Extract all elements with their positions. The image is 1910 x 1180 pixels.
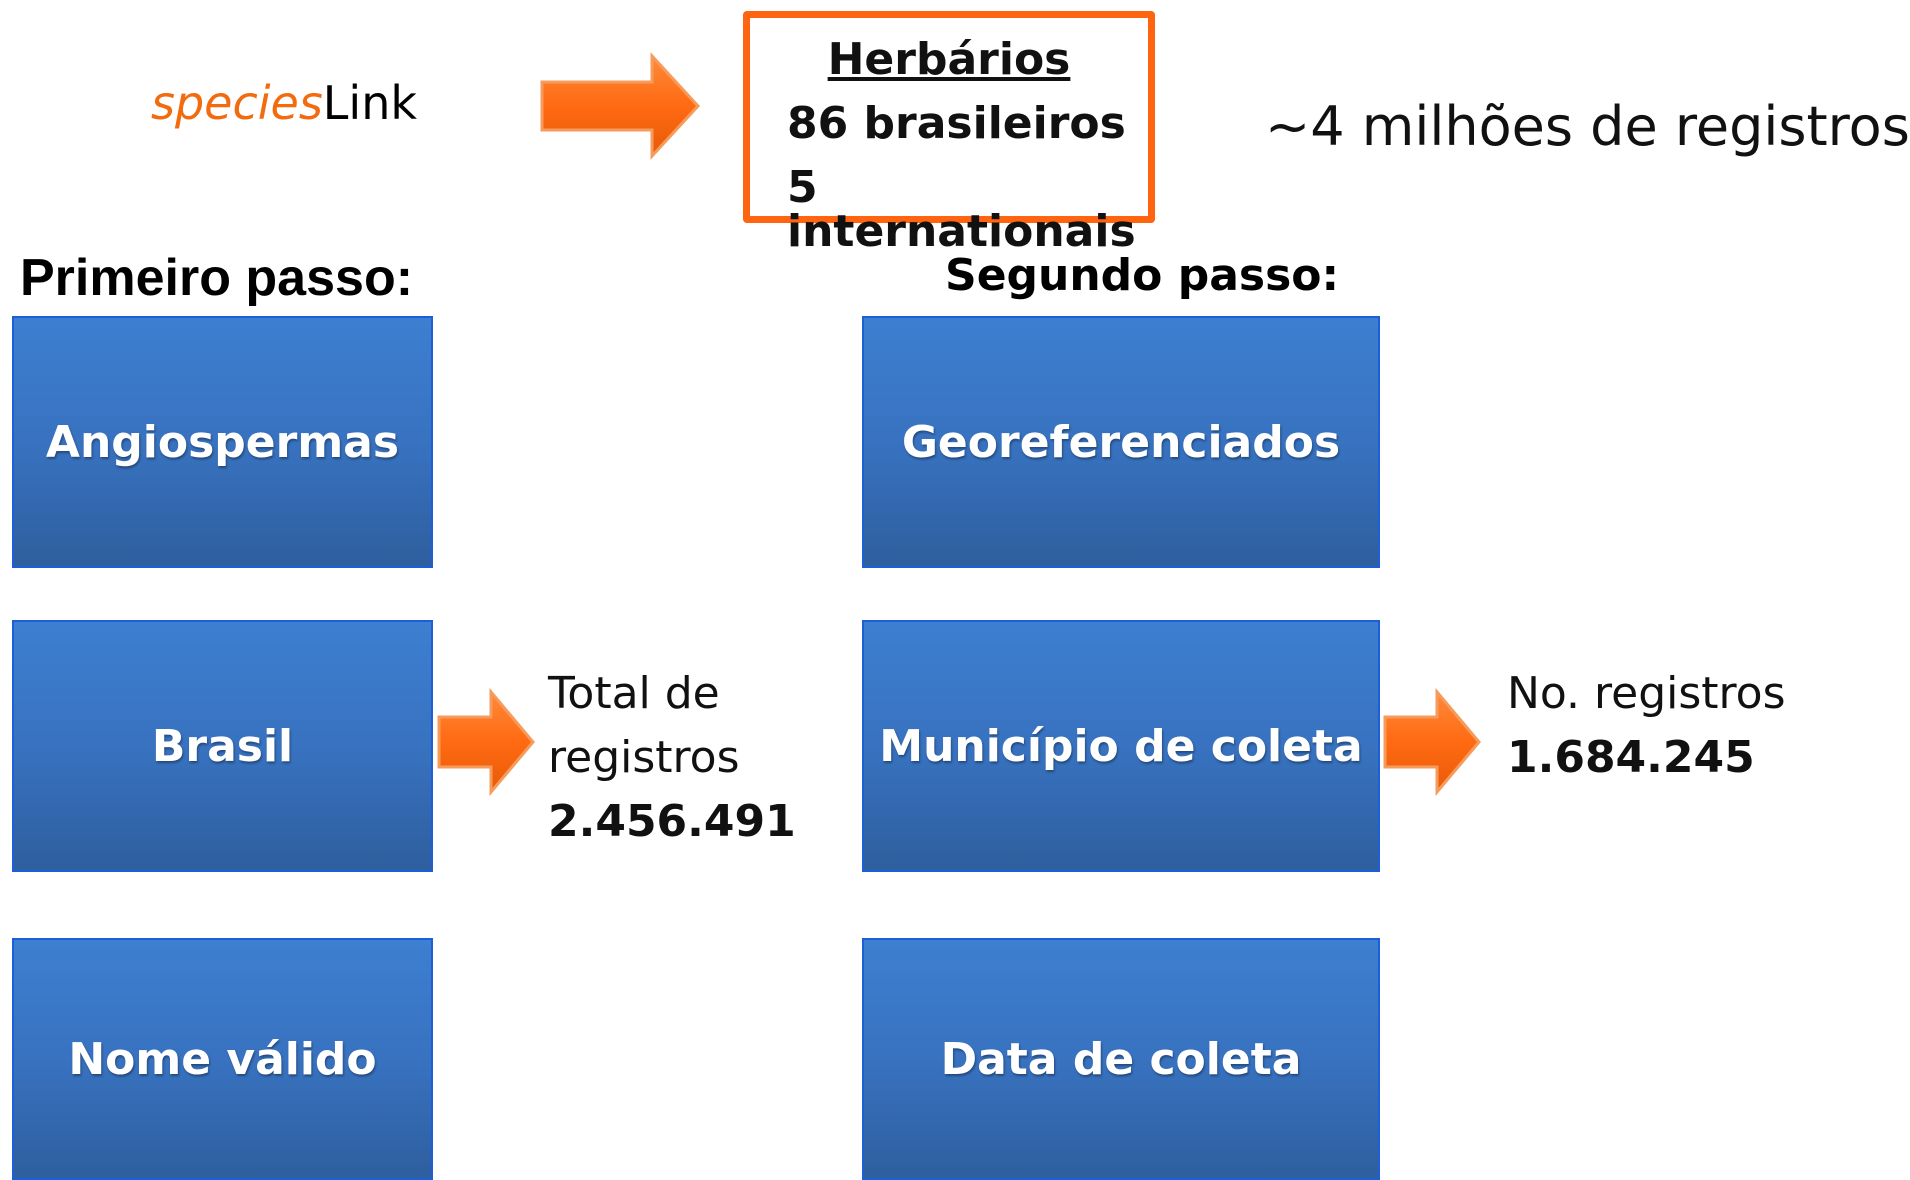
box-label: Nome válido: [68, 1033, 377, 1085]
box-label: Georeferenciados: [901, 416, 1341, 468]
box-municipio-de-coleta: Município de coleta: [862, 620, 1380, 872]
box-brasil: Brasil: [12, 620, 433, 872]
box-data-de-coleta: Data de coleta: [862, 938, 1380, 1180]
box-label: Angiospermas: [45, 416, 400, 468]
herbaria-brazilian-count: 86 brasileiros: [787, 98, 1126, 149]
arrow-right-icon: [540, 52, 702, 160]
box-nome-valido: Nome válido: [12, 938, 433, 1180]
arrow-right-icon: [1383, 687, 1483, 797]
logo-suffix: Link: [322, 76, 417, 130]
box-angiospermas: Angiospermas: [12, 316, 433, 568]
herbaria-title: Herbários: [827, 34, 1071, 85]
first-step-result: Total de registros 2.456.491: [548, 662, 796, 854]
specieslink-logo: speciesLink: [0, 76, 568, 130]
logo-prefix: species: [150, 76, 323, 130]
first-step-label: Primeiro passo:: [20, 249, 414, 307]
box-georeferenciados: Georeferenciados: [862, 316, 1380, 568]
box-label: Data de coleta: [940, 1033, 1302, 1085]
second-step-label: Segundo passo:: [945, 250, 1340, 301]
result-label-line1: No. registros: [1507, 668, 1786, 719]
herbaria-box: Herbários 86 brasileiros 5 internationai…: [743, 11, 1155, 254]
second-step-result: No. registros 1.684.245: [1507, 662, 1786, 790]
total-records-note: ~4 milhões de registros: [1265, 95, 1910, 158]
result-value: 2.456.491: [548, 796, 796, 847]
arrow-right-icon: [437, 687, 537, 797]
box-label: Brasil: [151, 720, 294, 772]
box-label: Município de coleta: [879, 720, 1363, 772]
herbaria-international-count: 5 internationais: [787, 162, 1136, 257]
result-value: 1.684.245: [1507, 732, 1755, 783]
result-label-line2: registros: [548, 732, 740, 783]
result-label-line1: Total de: [548, 668, 720, 719]
